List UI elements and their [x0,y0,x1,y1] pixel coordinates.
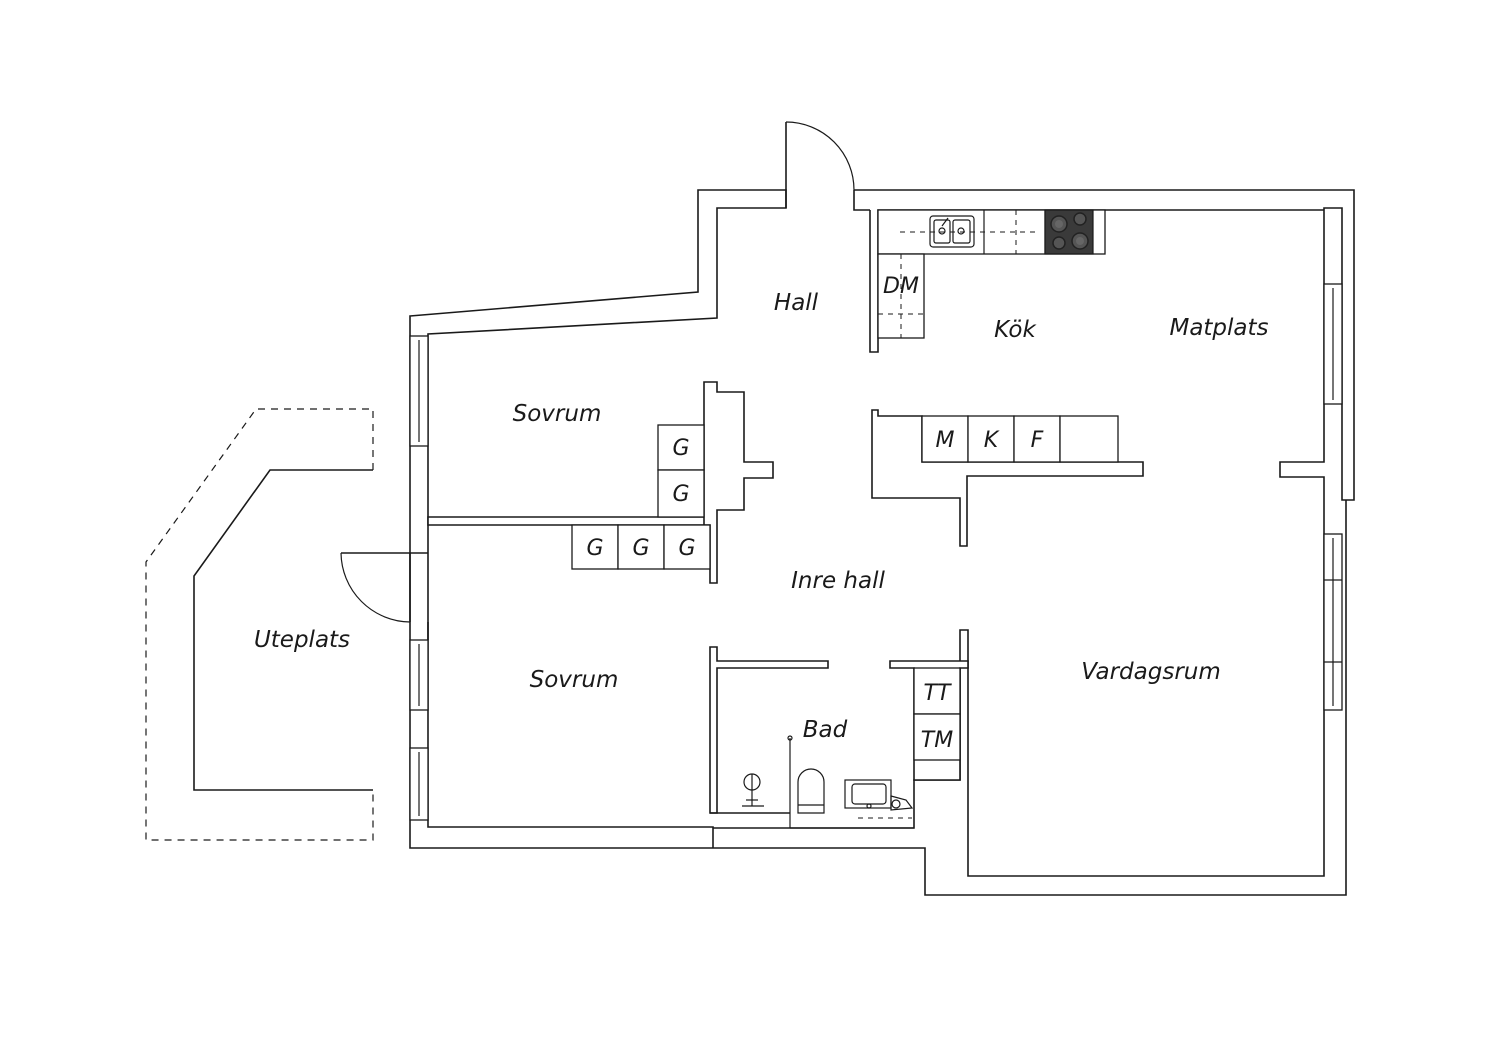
room-label-bad: Bad [803,717,848,743]
uteplats-outline [145,408,374,841]
room-label-sovrum-lower: Sovrum [530,667,619,693]
unit-label-dm: DM [883,274,919,299]
room-label-sovrum-upper: Sovrum [513,401,602,427]
room-label-inre-hall: Inre hall [791,568,885,594]
toilet-icon [797,768,825,814]
room-labels: Hall Kök Matplats Sovrum Inre hall Utepl… [254,290,1269,743]
door-swing-icon [340,552,411,623]
washbasin-icon [844,779,914,811]
unit-labels: DM M K F G G G G G TT TM [586,274,1043,753]
unit-label-m: M [936,428,955,453]
laundry-units [913,667,961,761]
wardrobes [571,424,711,570]
unit-label-k: K [984,428,1000,453]
room-label-vardagsrum: Vardagsrum [1081,659,1221,685]
shower-icon [742,773,764,807]
unit-label-g: G [632,536,649,561]
room-label-uteplats: Uteplats [254,627,350,653]
room-label-hall: Hall [774,290,819,316]
unit-label-g: G [672,436,689,461]
unit-label-tt: TT [924,681,952,706]
unit-label-f: F [1031,428,1044,453]
bathroom-fixtures [742,735,914,829]
room-label-matplats: Matplats [1169,315,1268,341]
kitchen-counter [877,209,1106,339]
hob-icon [1044,209,1094,255]
unit-label-g: G [586,536,603,561]
unit-label-g: G [672,482,689,507]
island-units [921,415,1119,463]
patio-door [340,552,429,640]
unit-label-g: G [678,536,695,561]
room-label-kok: Kök [994,317,1037,343]
unit-label-tm: TM [921,728,953,753]
sink-icon [929,215,975,248]
entrance-door [785,121,855,208]
door-swing-icon [785,121,855,191]
windows [409,283,1343,821]
